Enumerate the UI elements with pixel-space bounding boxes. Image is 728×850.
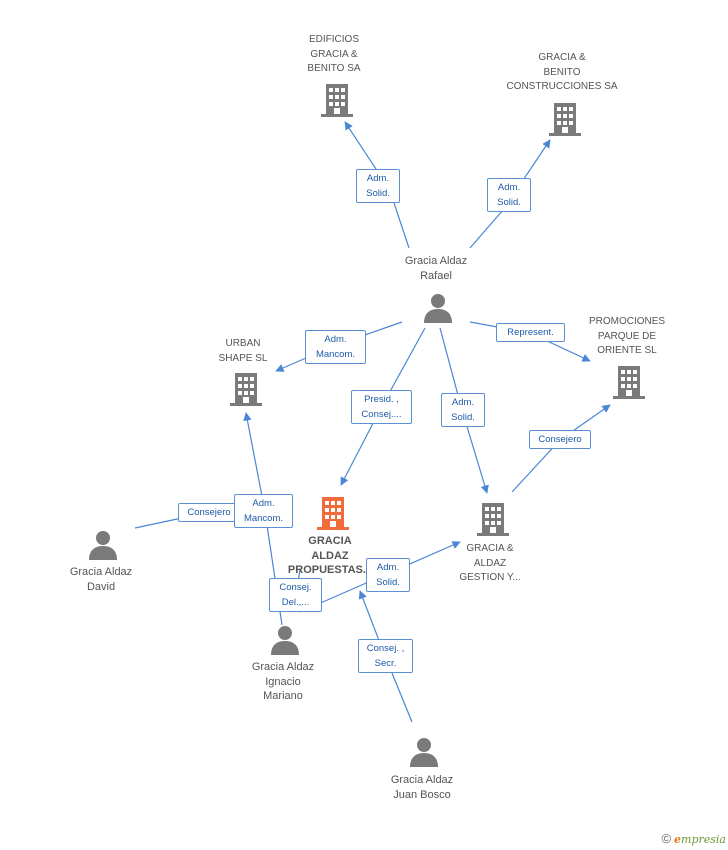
node-label-propuestas[interactable]: GRACIA ALDAZ PROPUESTAS... (288, 534, 372, 578)
edge-label-david-urban[interactable]: Consejero (178, 503, 240, 522)
building-icon-gestion (477, 503, 509, 536)
node-label-line: Gracia Aldaz (404, 255, 468, 267)
node-label-line: Gracia Aldaz (69, 566, 133, 578)
person-icon-juanbosco (410, 738, 438, 767)
node-label-promociones[interactable]: PROMOCIONES PARQUE DE ORIENTE SL (589, 315, 665, 359)
edge-label-rafael-construcciones[interactable]: Adm. Solid. (487, 178, 531, 212)
edge-label-line: Consej.... (361, 409, 402, 420)
edge-label-gestion-promociones[interactable]: Consejero (529, 430, 591, 449)
edge-label-line: Mancom. (243, 513, 284, 524)
edge-label-line: Mancom. (315, 349, 356, 360)
node-label-line: PARQUE DE (597, 330, 657, 342)
edge-label-ignacio-propuestas[interactable]: Consej. Del.,... (269, 578, 322, 612)
edge-label-line: Solid. (376, 577, 400, 588)
node-label-urban[interactable]: URBAN SHAPE SL (219, 337, 268, 366)
node-label-line: CONSTRUCCIONES SA (506, 81, 618, 92)
edge-label-line: Solid. (497, 197, 521, 208)
node-label-line: Rafael (420, 269, 452, 282)
node-label-line: ALDAZ (311, 549, 349, 562)
node-label-line: GRACIA (308, 535, 352, 547)
edge-label-juanbosco-propuestas[interactable]: Consej. , Secr. (358, 639, 413, 673)
person-icon-david (89, 531, 117, 560)
person-icon-rafael (424, 294, 452, 323)
node-label-line: Juan Bosco (393, 788, 451, 801)
node-label-line: EDIFICIOS (308, 34, 360, 45)
edge-label-line: Presid. , (364, 394, 399, 405)
edge-label-ignacio-gestion[interactable]: Adm. Solid. (366, 558, 410, 592)
node-label-line: URBAN (225, 338, 261, 349)
building-icon-promociones (613, 366, 645, 399)
edge-label-ignacio-urban[interactable]: Adm. Mancom. (234, 494, 293, 528)
node-label-line: PROPUESTAS... (287, 564, 373, 576)
node-label-line: BENITO SA (307, 63, 361, 74)
node-label-ignacio[interactable]: Gracia Aldaz Ignacio Mariano (252, 660, 314, 704)
copyright-icon: © (661, 831, 672, 846)
edge-label-line: Del.,... (281, 597, 310, 608)
edge-label-rafael-propuestas[interactable]: Presid. , Consej.... (351, 390, 412, 424)
node-label-line: GRACIA & (310, 48, 358, 60)
edge-label-line: Adm. (376, 562, 400, 573)
node-label-line: ORIENTE SL (597, 345, 657, 356)
edge-label-line: Consejero (187, 507, 231, 518)
building-icon-edificios (321, 84, 353, 117)
node-label-line: David (86, 580, 116, 593)
edge-label-line: Consej. , (366, 643, 405, 654)
node-label-line: Gracia Aldaz (251, 661, 315, 673)
node-label-line: GRACIA & (538, 52, 586, 63)
node-label-edificios[interactable]: EDIFICIOS GRACIA & BENITO SA (307, 33, 360, 77)
person-icon-ignacio (271, 626, 299, 655)
edge-label-line: Secr. (374, 658, 397, 669)
edge-label-rafael-urban[interactable]: Adm. Mancom. (305, 330, 366, 364)
edge-label-line: Consej. (279, 582, 312, 593)
node-label-line: GESTION Y... (459, 572, 521, 583)
building-icon-propuestas (317, 497, 349, 530)
node-label-line: Ignacio (265, 675, 301, 688)
node-label-line: Gracia Aldaz (390, 774, 454, 786)
node-label-line: SHAPE SL (218, 352, 268, 364)
node-label-line: GRACIA & (466, 543, 514, 554)
building-icon-construcciones (549, 103, 581, 136)
brand-logo-rest: mpresia (681, 833, 726, 846)
node-label-gestion[interactable]: GRACIA & ALDAZ GESTION Y... (459, 542, 520, 586)
node-label-rafael[interactable]: Gracia Aldaz Rafael (405, 254, 467, 283)
node-label-construcciones[interactable]: GRACIA & BENITO CONSTRUCCIONES SA (506, 51, 617, 95)
edge-label-line: Consejero (538, 434, 582, 445)
edge-label-line: Adm. (497, 182, 521, 193)
node-label-line: ALDAZ (473, 557, 507, 569)
edge-label-line: Solid. (366, 188, 390, 199)
edge-label-rafael-edificios[interactable]: Adm. Solid. (356, 169, 400, 203)
edge-label-line: Adm. (366, 173, 390, 184)
edge-label-line: Solid. (451, 412, 475, 423)
edge-label-line: Adm. (324, 334, 347, 345)
brand-logo-initial: e (674, 833, 682, 846)
edge-label-rafael-promociones[interactable]: Represent. (496, 323, 565, 342)
node-label-line: BENITO (543, 66, 581, 78)
brand-logo: empresia (674, 833, 726, 846)
edge-label-line: Adm. (451, 397, 475, 408)
footer-brand[interactable]: ©empresia (661, 831, 726, 846)
building-icon-urban (230, 373, 262, 406)
edge-label-line: Represent. (507, 327, 554, 338)
node-label-juanbosco[interactable]: Gracia Aldaz Juan Bosco (391, 773, 453, 802)
node-label-david[interactable]: Gracia Aldaz David (70, 565, 132, 594)
edge-label-rafael-gestion[interactable]: Adm. Solid. (441, 393, 485, 427)
node-label-line: PROMOCIONES (588, 316, 666, 327)
node-label-line: Mariano (263, 690, 303, 702)
edge-label-line: Adm. (252, 498, 275, 509)
